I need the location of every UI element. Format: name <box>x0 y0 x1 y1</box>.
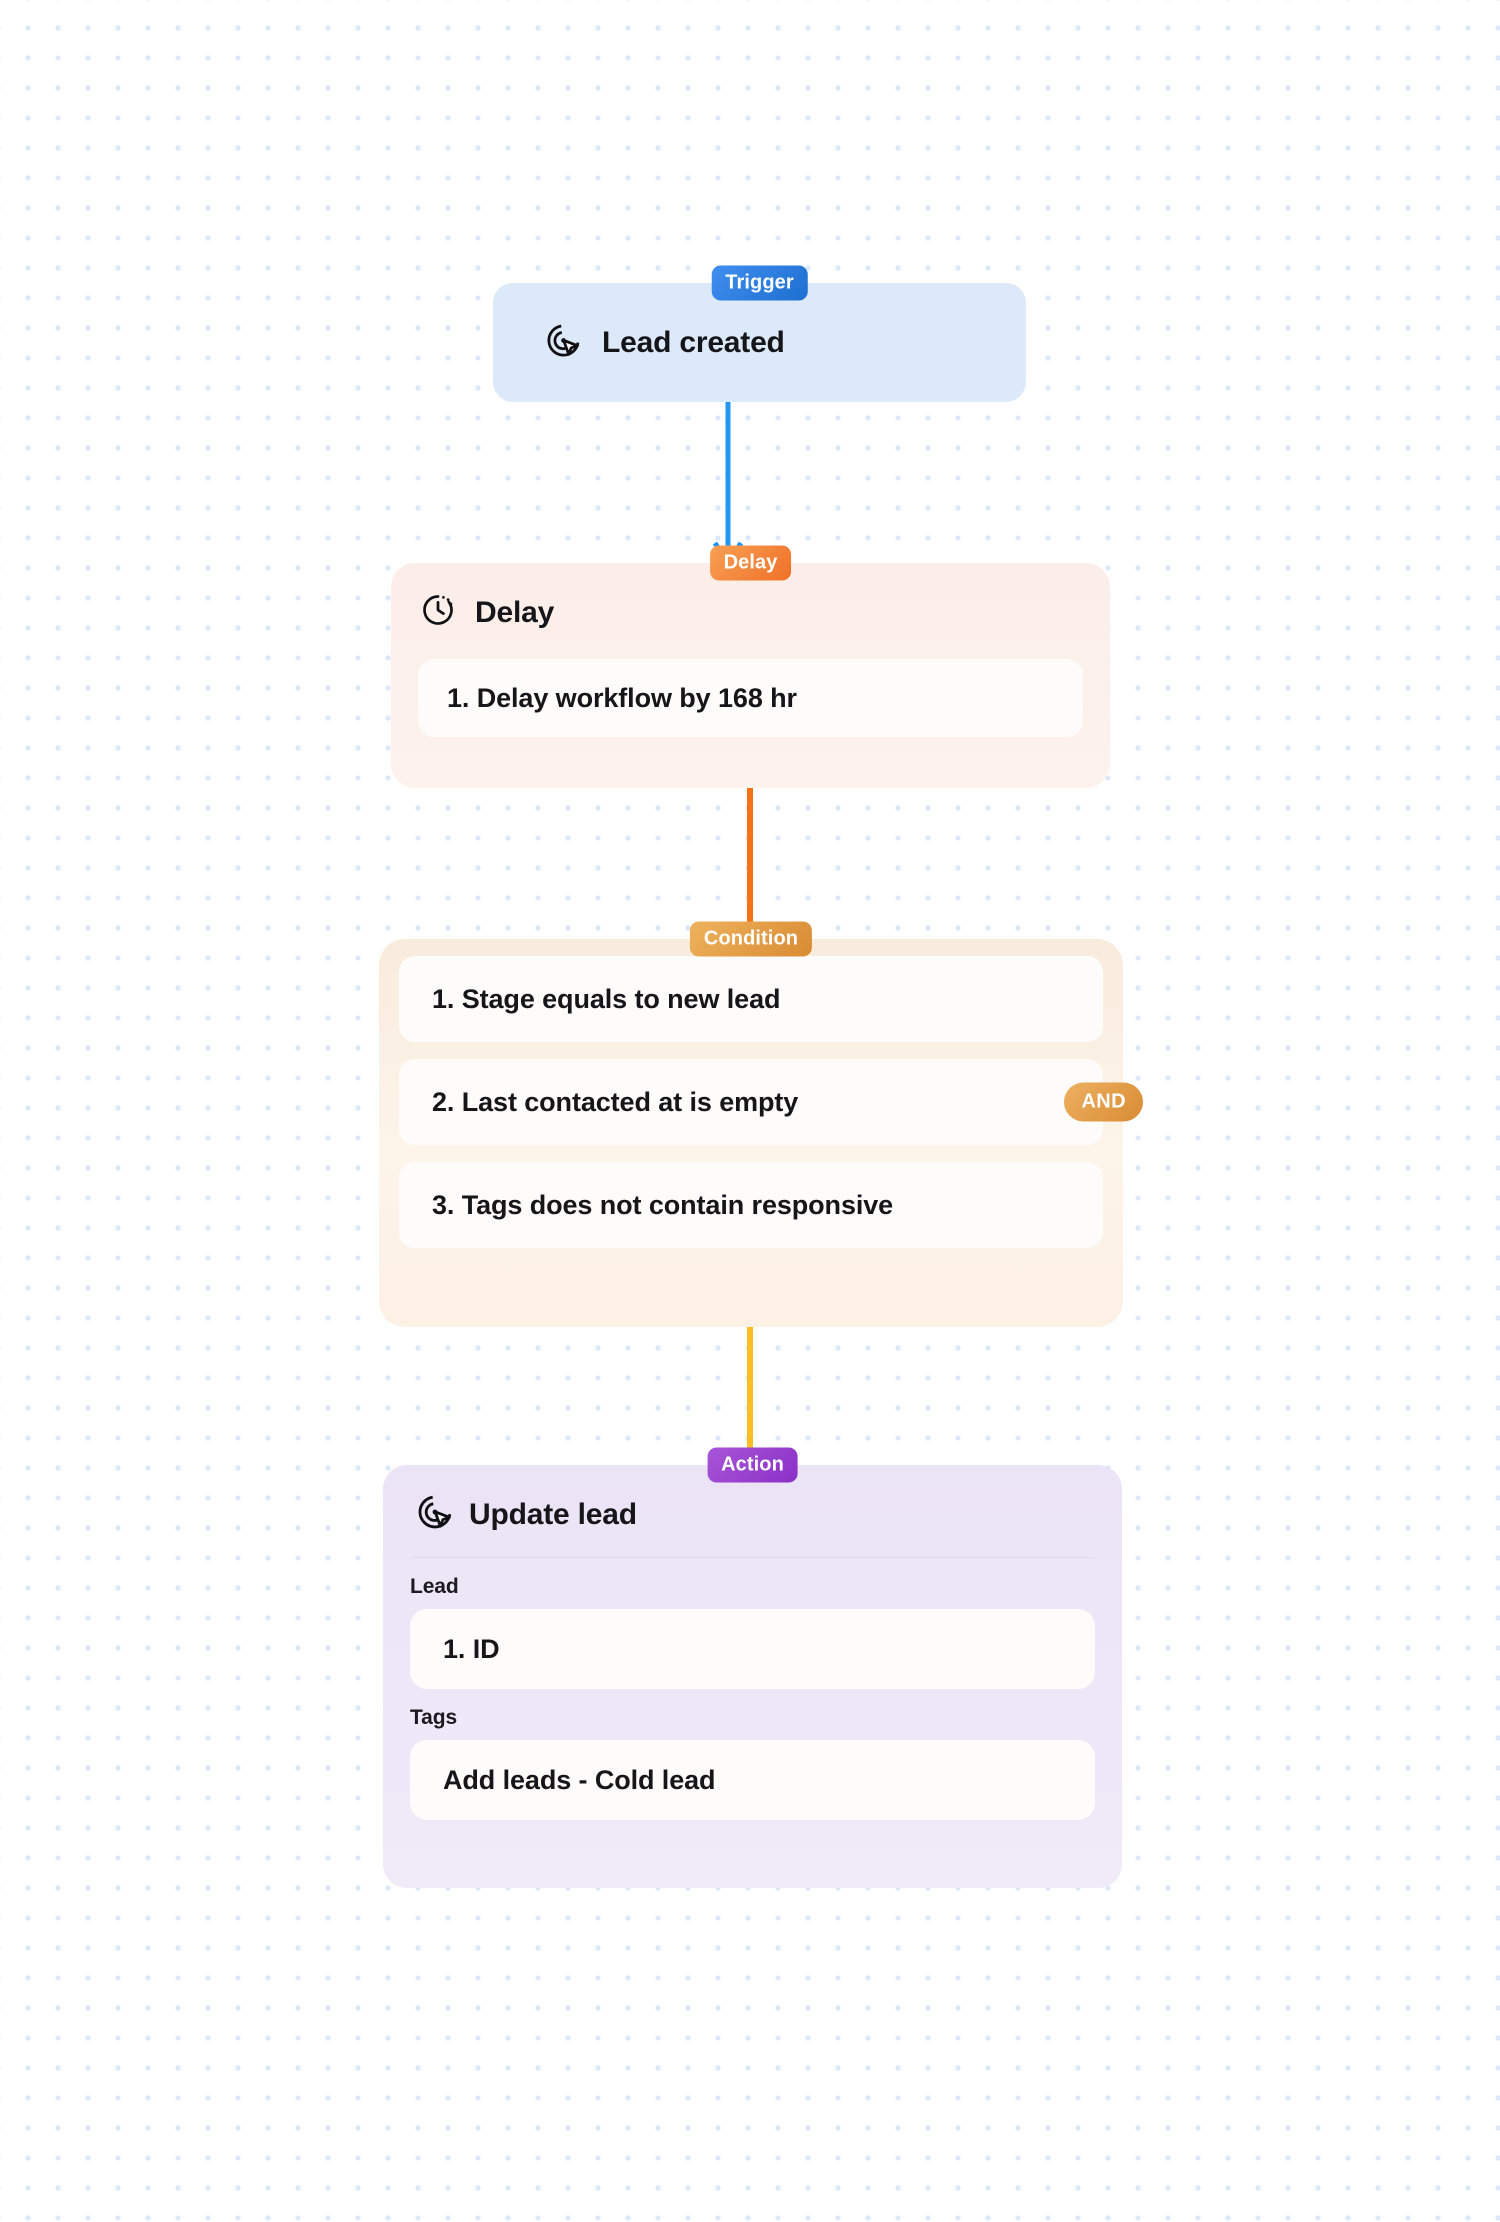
action-field-value-tags[interactable]: Add leads - Cold lead <box>410 1740 1095 1820</box>
delay-node[interactable]: Delay Delay 1. Delay workflow by 168 hr <box>391 545 1110 788</box>
clock-dashed-icon <box>420 592 456 633</box>
condition-row-text: 2. Last contacted at is empty <box>432 1086 799 1117</box>
condition-row[interactable]: 3. Tags does not contain responsive <box>399 1162 1103 1248</box>
condition-row[interactable]: 2. Last contacted at is empty <box>399 1059 1103 1145</box>
condition-row-text: 3. Tags does not contain responsive <box>432 1189 894 1220</box>
trigger-header: Lead created <box>493 283 1026 402</box>
action-tags-text: Add leads - Cold lead <box>443 1764 716 1795</box>
condition-row-wrap-3: 3. Tags does not contain responsive <box>399 1162 1103 1248</box>
target-cursor-icon <box>544 321 583 365</box>
delay-row[interactable]: 1. Delay workflow by 168 hr <box>418 659 1083 737</box>
action-title: Update lead <box>469 1497 637 1531</box>
connector-trigger-to-delay <box>712 400 744 568</box>
condition-node[interactable]: Condition 1. Stage equals to new lead 2.… <box>379 921 1143 1327</box>
and-operator-badge[interactable]: AND <box>1064 1082 1143 1122</box>
delay-badge: Delay <box>709 545 792 581</box>
condition-row[interactable]: 1. Stage equals to new lead <box>399 956 1103 1042</box>
trigger-badge: Trigger <box>711 265 808 301</box>
action-field-label-tags: Tags <box>410 1706 458 1729</box>
condition-rows: 1. Stage equals to new lead 2. Last cont… <box>379 939 1143 1265</box>
action-field-label-lead: Lead <box>410 1575 459 1598</box>
action-badge: Action <box>707 1447 798 1483</box>
trigger-title: Lead created <box>602 325 785 359</box>
trigger-node[interactable]: Trigger Lead created <box>493 265 1026 402</box>
action-divider <box>411 1557 1094 1558</box>
delay-row-text: 1. Delay workflow by 168 hr <box>447 682 797 713</box>
condition-row-wrap-2: 2. Last contacted at is empty AND <box>399 1059 1143 1145</box>
delay-header: Delay <box>391 563 1110 633</box>
target-cursor-icon <box>415 1492 455 1537</box>
action-header: Update lead <box>383 1465 1122 1537</box>
action-node[interactable]: Action Update lead Lead 1. ID Tags Add l… <box>383 1447 1122 1888</box>
condition-row-text: 1. Stage equals to new lead <box>432 983 781 1014</box>
action-lead-text: 1. ID <box>443 1633 500 1664</box>
condition-row-wrap-1: 1. Stage equals to new lead <box>399 956 1103 1042</box>
condition-badge: Condition <box>689 921 813 957</box>
delay-title: Delay <box>475 595 555 629</box>
action-field-value-lead[interactable]: 1. ID <box>410 1609 1095 1689</box>
